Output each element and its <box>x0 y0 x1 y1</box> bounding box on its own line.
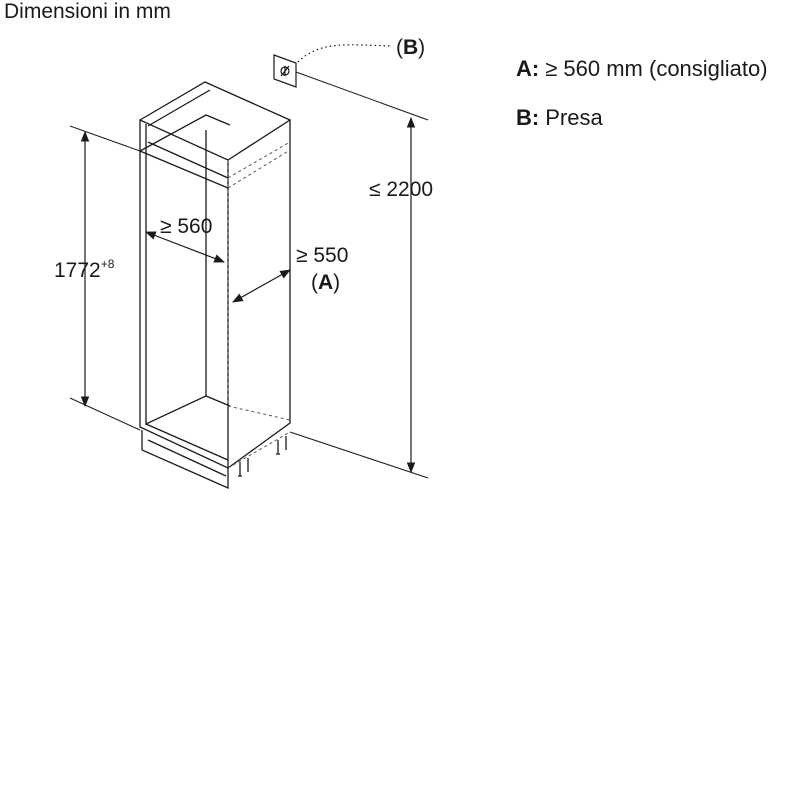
legend-key-a: A: <box>516 56 540 81</box>
legend-item-a: A:≥ 560 mm (consigliato) <box>516 56 768 82</box>
width-label: ≥ 560 <box>160 215 212 238</box>
socket-label: (B) <box>396 36 425 59</box>
height-total-label: ≤ 2200 <box>369 178 433 201</box>
niche-height-label: 1772+8 <box>54 257 115 282</box>
depth-label: ≥ 550 <box>296 244 348 267</box>
legend-key-b: B: <box>516 105 540 130</box>
socket-icon <box>273 54 297 88</box>
cabinet-hidden-edges <box>227 141 291 469</box>
extension-lines <box>69 71 429 479</box>
cabinet-outline <box>139 81 292 489</box>
legend-text-b: Presa <box>545 105 603 130</box>
page-title: Dimensioni in mm <box>4 0 171 23</box>
depth-dimension-line <box>232 269 291 303</box>
socket-leader <box>297 44 393 63</box>
width-dimension-line <box>144 231 226 263</box>
depth-reference-label: (A) <box>311 271 340 294</box>
legend-item-b: B:Presa <box>516 105 603 131</box>
legend-text-a: ≥ 560 mm (consigliato) <box>545 56 768 81</box>
